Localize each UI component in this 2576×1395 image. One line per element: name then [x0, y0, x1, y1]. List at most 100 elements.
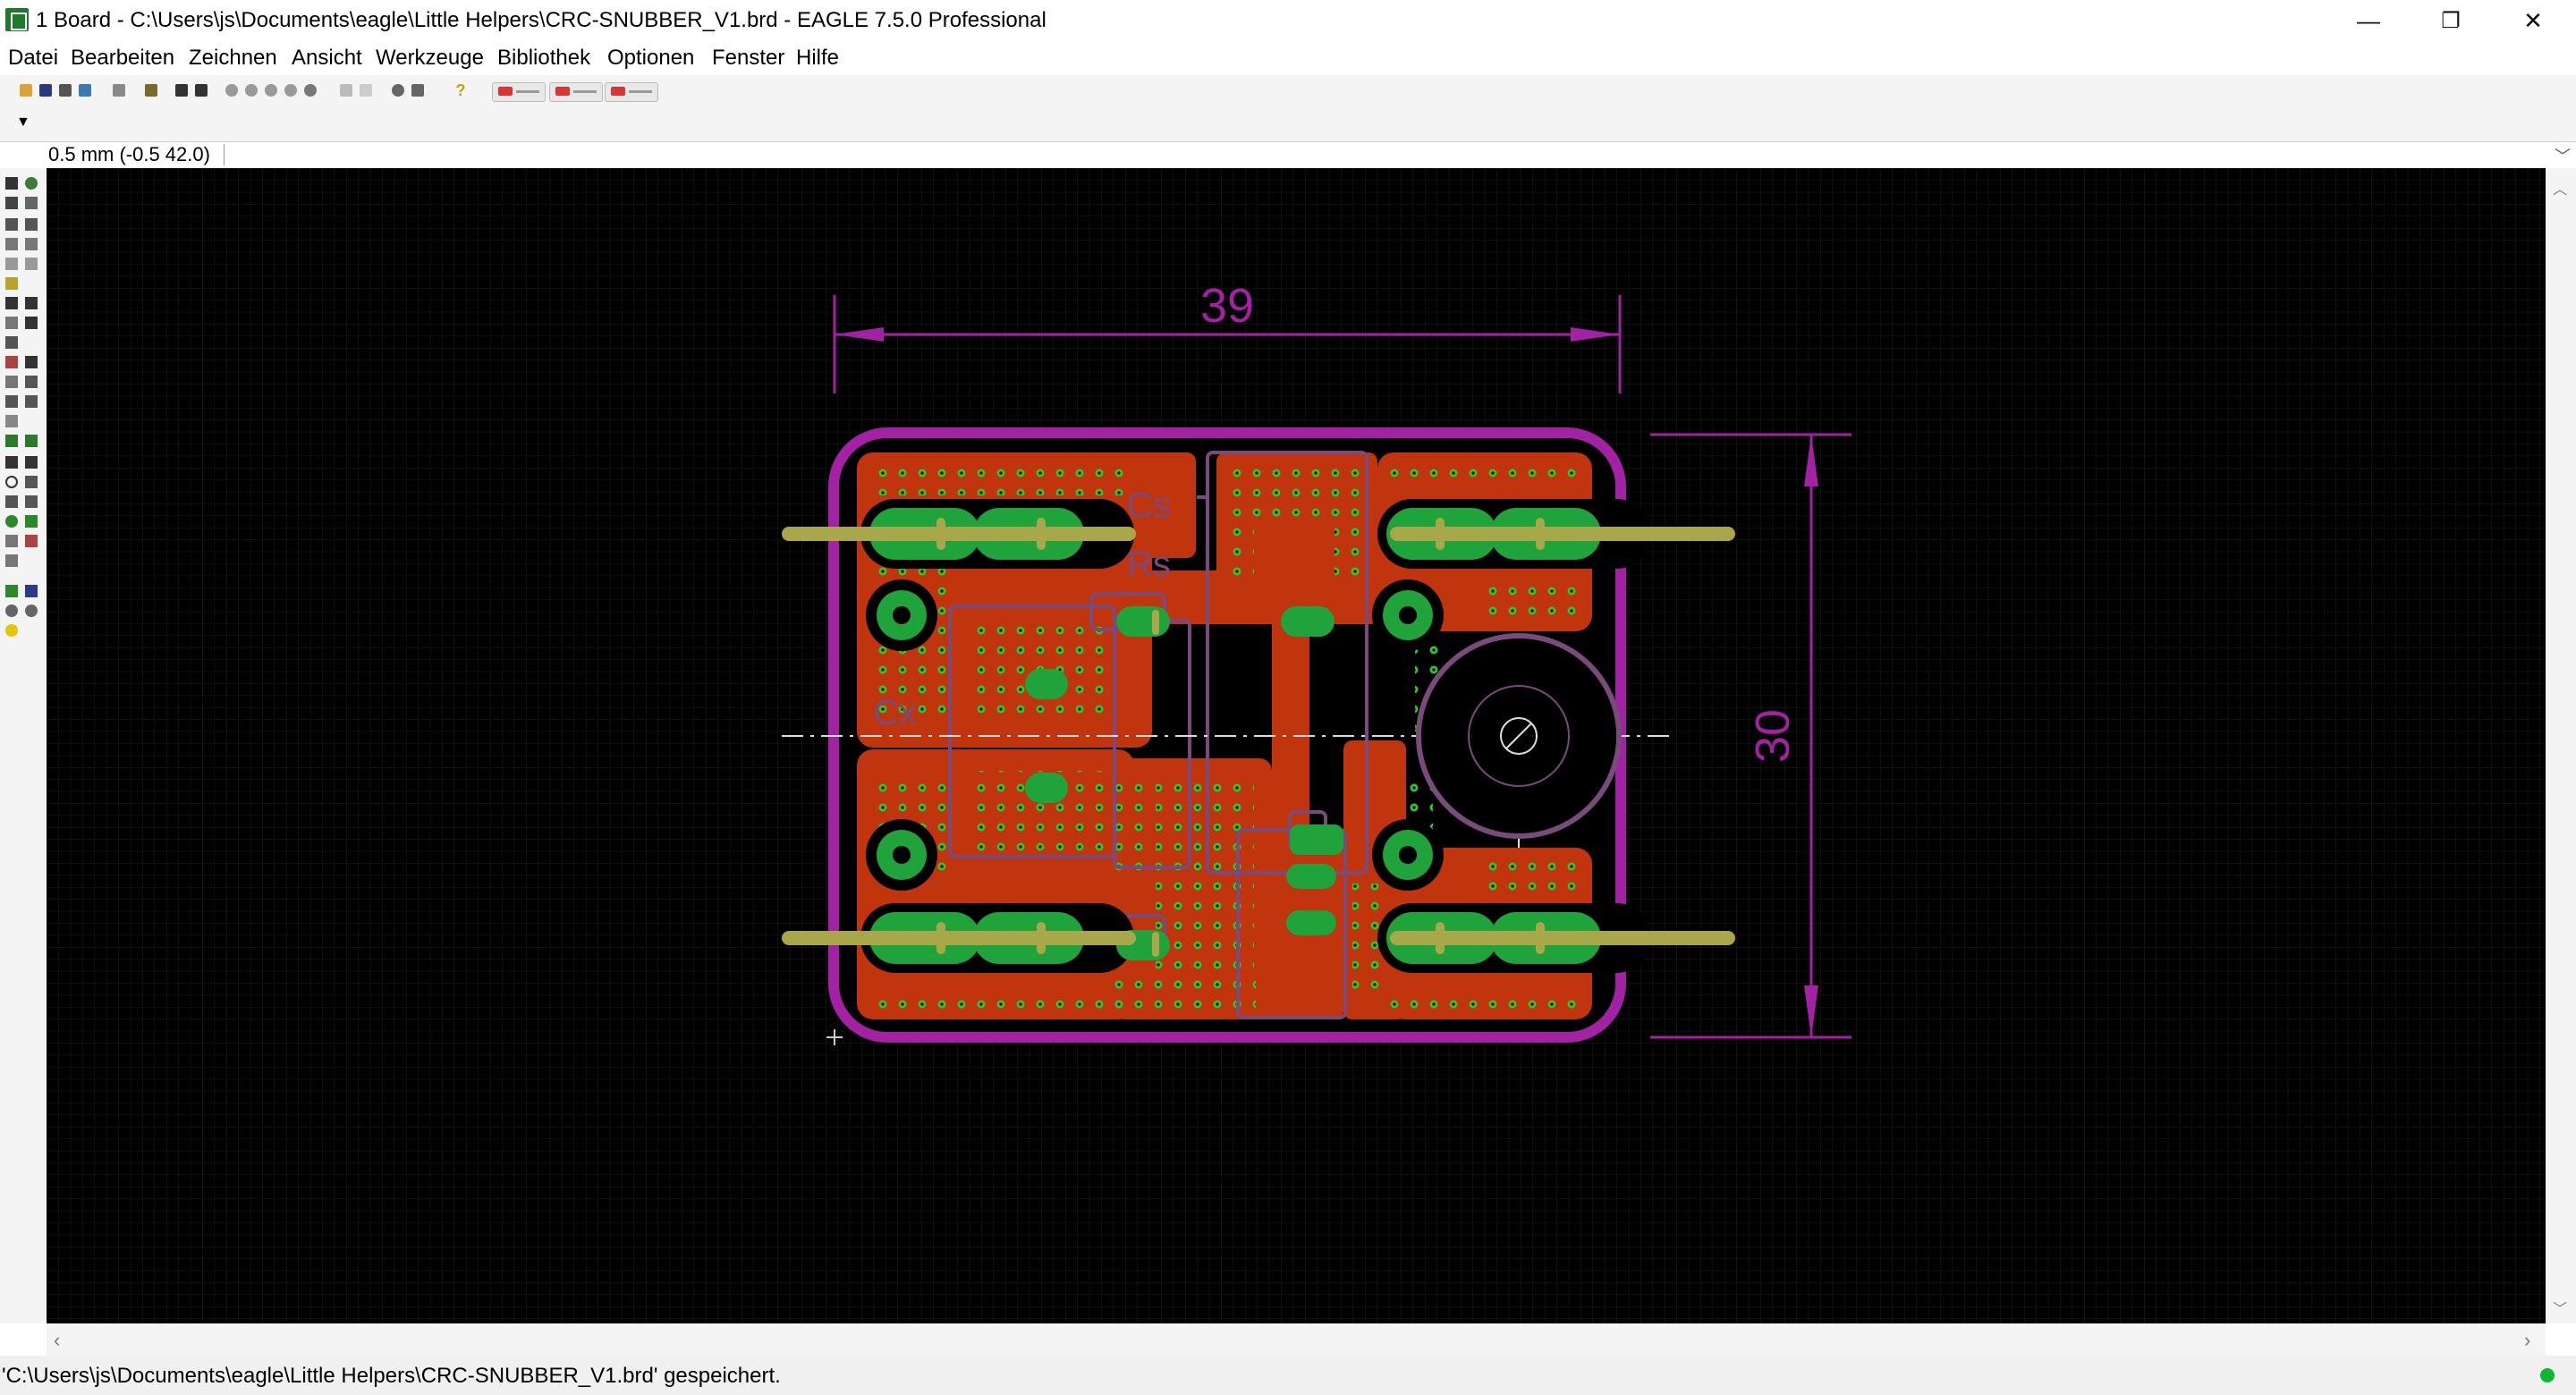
menu-fenster[interactable]: Fenster — [712, 46, 785, 70]
ratsnest-icon[interactable] — [5, 585, 18, 597]
menu-optionen[interactable]: Optionen — [607, 46, 695, 70]
restore-button[interactable]: ❐ — [2441, 8, 2461, 33]
pad[interactable] — [1372, 579, 1444, 651]
pad-rs3[interactable] — [1286, 910, 1336, 935]
zoom-out-icon[interactable] — [265, 84, 277, 97]
width-dimension[interactable] — [833, 295, 1622, 393]
mark-icon[interactable] — [25, 197, 38, 209]
scroll-up-icon[interactable]: ︿ — [2553, 182, 2568, 198]
board-canvas[interactable]: 39 30 — [47, 168, 2546, 1323]
show-icon[interactable] — [25, 177, 38, 190]
open-icon[interactable] — [20, 84, 32, 97]
help-icon[interactable]: ? — [455, 81, 466, 99]
pcb-quote-icon[interactable] — [549, 82, 603, 102]
signal-wire-icon[interactable] — [25, 515, 38, 528]
stop-icon[interactable] — [392, 84, 404, 97]
vertical-scrollbar[interactable]: ︿ ﹀ — [2546, 168, 2576, 1323]
autorouter-icon[interactable] — [25, 435, 38, 447]
paste-icon[interactable] — [5, 277, 18, 290]
rotate-icon[interactable] — [25, 238, 38, 250]
menu-hilfe[interactable]: Hilfe — [796, 46, 840, 70]
zoom-fit-icon[interactable] — [225, 84, 238, 97]
label-rs[interactable]: Rs — [1127, 545, 1171, 584]
rect-icon[interactable] — [5, 495, 18, 508]
pad-cx1[interactable] — [1025, 669, 1068, 699]
save-icon[interactable] — [39, 84, 52, 97]
copy-icon[interactable] — [25, 218, 38, 231]
wire-icon[interactable] — [5, 456, 18, 469]
optimize-icon[interactable] — [5, 395, 18, 408]
split-icon[interactable] — [25, 376, 38, 388]
info-icon[interactable] — [5, 177, 18, 190]
scroll-left-icon[interactable]: ‹ — [54, 1329, 61, 1351]
value-icon[interactable] — [5, 356, 18, 368]
pad-rs1[interactable] — [1290, 824, 1343, 855]
text-icon[interactable] — [25, 456, 38, 469]
hole-icon[interactable] — [5, 535, 18, 547]
close-button[interactable]: ✕ — [2523, 6, 2543, 34]
group-icon[interactable] — [5, 258, 18, 270]
menu-bibliothek[interactable]: Bibliothek — [497, 46, 591, 70]
label-cs[interactable]: Cs — [1127, 486, 1171, 525]
horizontal-scrollbar[interactable]: ‹ › — [47, 1323, 2546, 1356]
design-link-icon[interactable] — [492, 82, 546, 102]
route-icon[interactable] — [25, 395, 38, 408]
move-icon[interactable] — [5, 218, 18, 231]
pad[interactable] — [866, 579, 937, 651]
display-icon[interactable] — [5, 197, 18, 209]
auto-icon[interactable] — [25, 585, 38, 597]
zoom-in-icon[interactable] — [245, 84, 258, 97]
minimize-button[interactable]: — — [2357, 6, 2380, 34]
miter-icon[interactable] — [5, 376, 18, 388]
mounting-hole[interactable] — [1416, 633, 1622, 839]
board-icon[interactable] — [175, 84, 188, 97]
redo-icon[interactable] — [360, 84, 372, 97]
parameter-toggle-icon[interactable]: ▼ — [16, 114, 30, 130]
add-icon[interactable] — [25, 297, 38, 309]
go-icon[interactable] — [411, 84, 424, 97]
polygon-icon[interactable] — [25, 495, 38, 508]
undo-icon[interactable] — [340, 84, 352, 97]
delete-icon[interactable] — [5, 297, 18, 309]
menu-werkzeuge[interactable]: Werkzeuge — [376, 46, 484, 70]
ripup-icon[interactable] — [5, 415, 18, 427]
smash-icon[interactable] — [25, 356, 38, 368]
print-icon[interactable] — [59, 84, 72, 97]
dimension-icon[interactable] — [5, 554, 18, 567]
cam-icon[interactable] — [79, 84, 91, 97]
zoom-redraw-icon[interactable] — [284, 84, 297, 97]
pad-cs1[interactable] — [1116, 606, 1170, 637]
arc-icon[interactable] — [25, 476, 38, 488]
menu-bearbeiten[interactable]: Bearbeiten — [71, 46, 175, 70]
change-icon[interactable] — [25, 258, 38, 270]
via-icon[interactable] — [5, 515, 18, 528]
script-icon[interactable] — [113, 84, 125, 97]
lock-icon[interactable] — [25, 317, 38, 329]
circle-icon[interactable] — [5, 476, 18, 488]
schematic-icon[interactable] — [195, 84, 208, 97]
signal-icon[interactable] — [5, 435, 18, 447]
run-ulp-icon[interactable] — [145, 84, 157, 97]
height-dimension[interactable] — [1650, 433, 1852, 1039]
attribute-icon[interactable] — [25, 535, 38, 547]
zoom-select-icon[interactable] — [304, 84, 317, 97]
erc-icon[interactable] — [5, 604, 18, 617]
replace-icon[interactable] — [5, 317, 18, 329]
pad-cs2[interactable] — [1281, 606, 1335, 637]
3d-icon[interactable] — [605, 82, 658, 102]
name-icon[interactable] — [5, 336, 18, 349]
menu-zeichnen[interactable]: Zeichnen — [189, 46, 277, 70]
drc-icon[interactable] — [25, 604, 38, 617]
round-pads[interactable] — [866, 579, 1444, 891]
command-history-dropdown-icon[interactable]: ﹀ — [2555, 148, 2571, 165]
command-input[interactable] — [242, 144, 2556, 165]
errors-icon[interactable] — [5, 624, 18, 637]
scroll-right-icon[interactable]: › — [2524, 1329, 2531, 1351]
label-cx[interactable]: Cx — [873, 693, 917, 732]
menu-datei[interactable]: Datei — [8, 46, 59, 70]
pad[interactable] — [866, 819, 937, 891]
pad-rs2[interactable] — [1286, 864, 1336, 889]
board-drawing[interactable]: 39 30 — [47, 168, 2546, 1323]
pad[interactable] — [1372, 819, 1444, 891]
pad-cx2[interactable] — [1025, 773, 1068, 803]
